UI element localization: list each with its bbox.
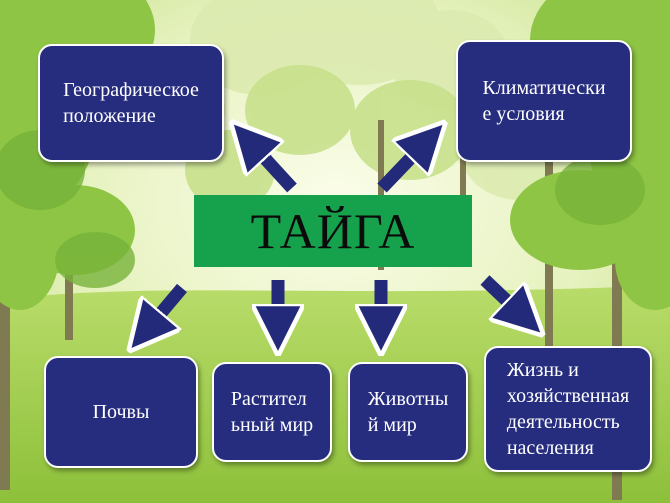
node-life-and-economy: Жизнь и хозяйственная деятельность насел… [484,346,652,472]
arrow-to-geo [248,140,297,193]
title-node: ТАЙГА [194,195,472,267]
node-label: Климатически е условия [482,77,606,125]
node-label: Почвы [92,401,150,423]
node-soils: Почвы [44,356,198,468]
node-label: Растител ьный мир [230,388,314,436]
node-label: Животны й мир [367,388,449,436]
node-geographic-position: Географическое положение [38,44,224,162]
arrow-to-climate [377,140,428,193]
arrow-to-life [480,275,525,318]
title-label: ТАЙГА [250,203,416,259]
node-label: Географическое положение [63,79,199,127]
node-climate-conditions: Климатически е условия [456,40,632,162]
arrow-to-soil [145,283,187,332]
node-label: Жизнь и хозяйственная деятельность насел… [506,359,630,459]
node-flora: Растител ьный мир [212,362,332,462]
node-fauna: Животны й мир [348,362,468,462]
